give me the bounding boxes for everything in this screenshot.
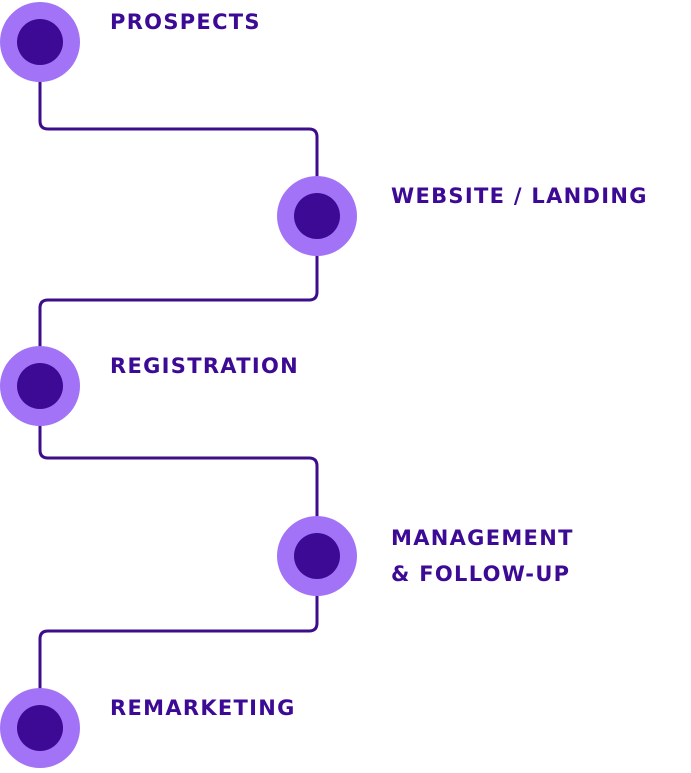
step-node-inner-dot	[294, 533, 340, 579]
step-label-1: PROSPECTS	[110, 10, 261, 34]
step-node-2	[277, 176, 357, 256]
step-label-3: REGISTRATION	[110, 354, 299, 378]
step-label-2: WEBSITE / LANDING	[391, 184, 648, 208]
step-label-5: REMARKETING	[110, 696, 296, 720]
step-node-1	[0, 2, 80, 82]
step-label-4-line-1: MANAGEMENT	[391, 526, 574, 550]
step-node-inner-dot	[17, 19, 63, 65]
step-node-3	[0, 346, 80, 426]
step-node-4	[277, 516, 357, 596]
step-label-4-line-2: & FOLLOW-UP	[391, 562, 570, 586]
step-node-inner-dot	[294, 193, 340, 239]
step-labels: PROSPECTS WEBSITE / LANDING REGISTRATION MA…	[110, 10, 648, 720]
step-nodes	[0, 2, 357, 768]
step-node-5	[0, 688, 80, 768]
step-node-inner-dot	[17, 363, 63, 409]
step-node-inner-dot	[17, 705, 63, 751]
connector-path	[38, 40, 319, 730]
